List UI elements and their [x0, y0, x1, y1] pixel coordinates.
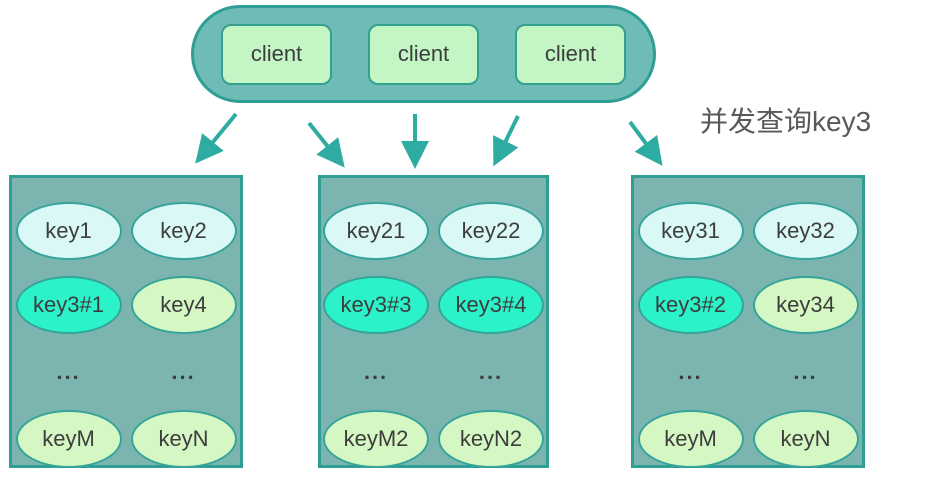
shard2-keyM2: keyM2 — [323, 410, 429, 468]
client-node-3: client — [515, 23, 626, 85]
arrow-to-shard1-icon — [195, 112, 238, 164]
shard3-key3-2: key3#2 — [637, 276, 744, 334]
shard2-ellipsis-left: ... — [363, 359, 389, 384]
shard3-key32: key32 — [752, 202, 859, 260]
shard1-key4: key4 — [130, 276, 237, 334]
client-group-pill: client client client — [191, 5, 656, 103]
shard3-keyN: keyN — [752, 410, 859, 468]
shard2-key3-4: key3#4 — [438, 276, 544, 334]
concurrent-query-caption: 并发查询key3 — [700, 106, 872, 137]
shard2-key3-3: key3#3 — [323, 276, 429, 334]
shard-box-1: key1 key2 key3#1 key4 ... ... keyM keyN — [9, 175, 243, 468]
shard1-keyN: keyN — [130, 410, 237, 468]
shard2-key21: key21 — [323, 202, 429, 260]
shard1-key2: key2 — [130, 202, 237, 260]
shard1-keyM: keyM — [15, 410, 122, 468]
shard3-key34: key34 — [752, 276, 859, 334]
shard-box-3: key31 key32 key3#2 key34 ... ... keyM ke… — [631, 175, 865, 468]
client-node-2: client — [368, 23, 479, 85]
shard1-ellipsis-left: ... — [56, 359, 81, 384]
shard1-key1: key1 — [15, 202, 122, 260]
arrow-to-shard3-icon — [628, 120, 663, 166]
shard3-ellipsis-right: ... — [793, 359, 818, 384]
shard-box-2: key21 key22 key3#3 key3#4 ... ... keyM2 … — [318, 175, 549, 468]
shard2-key22: key22 — [438, 202, 544, 260]
shard1-ellipsis-right: ... — [171, 359, 196, 384]
shard3-key31: key31 — [637, 202, 744, 260]
shard3-ellipsis-left: ... — [678, 359, 703, 384]
shard2-keyN2: keyN2 — [438, 410, 544, 468]
arrow-to-shard2-right-icon — [493, 115, 520, 167]
arrow-to-shard2-left-icon — [307, 121, 345, 168]
shard1-key3-1: key3#1 — [15, 276, 122, 334]
shard3-keyM: keyM — [637, 410, 744, 468]
shard2-ellipsis-right: ... — [478, 359, 504, 384]
client-node-1: client — [221, 23, 332, 85]
